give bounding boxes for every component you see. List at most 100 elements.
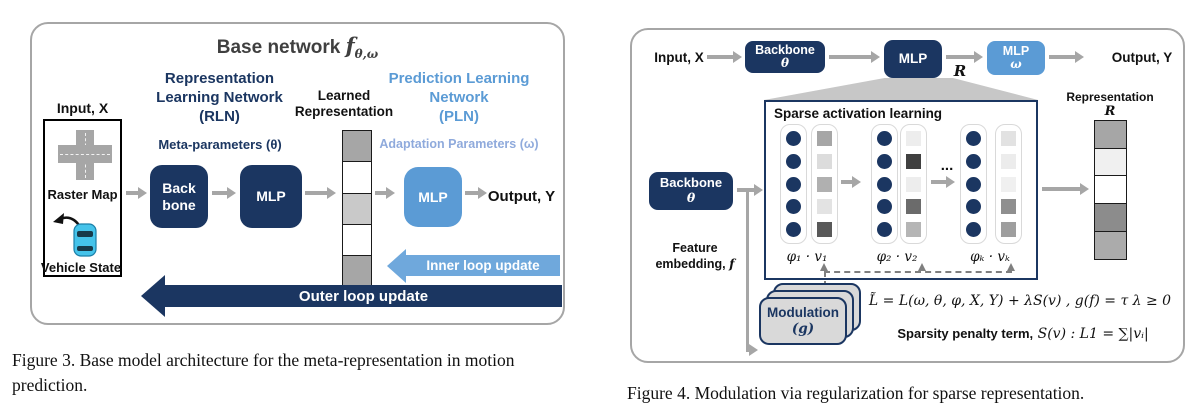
arrow-branch-to-modulation xyxy=(746,348,749,352)
sparse-activation-title: Sparse activation learning xyxy=(774,106,943,121)
learned-representation-heading: Learned Representation xyxy=(292,88,396,120)
vehicle-car-icon xyxy=(73,223,97,257)
fig3-input-box: Raster Map Vehicle State xyxy=(41,119,122,277)
cell xyxy=(1094,230,1127,261)
adaptation-parameters-label: Adaptation Parameters (ω) xyxy=(379,137,539,151)
rln-line3: (RLN) xyxy=(199,107,240,125)
phik-column xyxy=(960,124,987,244)
arrow-backbone-to-mlp xyxy=(212,191,227,195)
v1-column xyxy=(811,124,838,244)
cell xyxy=(342,255,372,288)
dashed-horizontal-line xyxy=(824,271,1012,273)
cell xyxy=(877,176,892,192)
phik-vk-label: φₖ · vₖ xyxy=(970,249,1010,265)
fig4-panel: Input, X Backbone θ MLP R MLP ω Output, … xyxy=(630,28,1185,363)
sparsity-penalty-line: Sparsity penalty term, S(v) : L1 = ∑|vᵢ| xyxy=(868,325,1178,343)
pln-heading: Prediction Learning Network (PLN) xyxy=(384,70,534,126)
arrow-input-to-backbone xyxy=(126,191,138,195)
phi2-column xyxy=(871,124,898,244)
fig3-mlp-rln-box: MLP xyxy=(240,165,302,228)
cell xyxy=(786,222,801,237)
cell xyxy=(906,176,921,192)
arrow-mlp-to-representation xyxy=(305,191,327,195)
cell xyxy=(817,131,832,146)
representation-r-column xyxy=(1094,120,1127,261)
cell xyxy=(1094,147,1127,177)
fig3-output-label: Output, Y xyxy=(487,188,556,205)
fig3-panel: Base network fθ,ω Input, X Raster Map Ve… xyxy=(30,22,565,325)
fig3-backbone-line2: bone xyxy=(162,196,196,213)
rln-line1: Representation xyxy=(164,70,275,87)
feature-line2: embedding, xyxy=(655,257,726,271)
cell xyxy=(906,222,921,237)
ellipsis-dots: ... xyxy=(940,157,954,174)
cell xyxy=(786,153,801,169)
cell xyxy=(786,176,801,192)
v2-column xyxy=(900,124,927,244)
cell xyxy=(966,131,981,146)
cell xyxy=(1001,176,1016,192)
fig3-backbone-box: Back bone xyxy=(150,165,208,228)
mlp-expansion-trapezoid xyxy=(764,78,1038,100)
fig3-title: Base network fθ,ω xyxy=(32,33,563,61)
fig4-mlp-omega-box: MLP ω xyxy=(987,41,1045,75)
arrow-pair1-to-pair2 xyxy=(841,180,852,184)
cell xyxy=(906,153,921,169)
inner-loop-update-arrow: Inner loop update xyxy=(387,248,560,283)
cell xyxy=(877,222,892,237)
arrow-mlp-to-output xyxy=(465,191,478,195)
fig4-input-label: Input, X xyxy=(654,50,704,65)
cell xyxy=(342,130,372,163)
cell xyxy=(1001,222,1016,237)
feature-line1: Feature xyxy=(672,241,718,255)
fig4-backbone-mid-label: Backbone xyxy=(659,175,723,191)
cell xyxy=(966,222,981,237)
feature-f: f xyxy=(729,256,735,271)
outer-loop-update-arrow: Outer loop update xyxy=(141,275,562,317)
modulation-line2: (g) xyxy=(791,321,815,337)
fig3-title-sub: θ,ω xyxy=(354,46,379,61)
fig4-caption: Figure 4. Modulation via regularization … xyxy=(627,383,1085,403)
raster-map-label: Raster Map xyxy=(47,187,118,202)
modulation-line1: Modulation xyxy=(767,304,839,320)
cell xyxy=(966,176,981,192)
rln-heading: Representation Learning Network (RLN) xyxy=(142,70,297,126)
arrow-pair2-to-pairk xyxy=(931,180,946,184)
cell xyxy=(877,199,892,215)
pln-line1: Prediction Learning xyxy=(388,70,530,87)
arrow-representation-to-mlp xyxy=(375,191,386,195)
cell xyxy=(342,192,372,226)
cell xyxy=(966,199,981,215)
dashed-up-arrow-v2 xyxy=(918,263,926,271)
cell xyxy=(1094,120,1127,150)
cell xyxy=(1094,203,1127,233)
fig4-mlp-omega-param: ω xyxy=(1010,57,1022,72)
representation-r-heading: Representation R xyxy=(1060,90,1160,120)
cell xyxy=(817,222,832,237)
fig3-input-label: Input, X xyxy=(56,100,109,116)
cell xyxy=(786,131,801,146)
fig4-backbone-top-label: Backbone xyxy=(755,42,815,57)
fig4-output-label: Output, Y xyxy=(1111,50,1173,65)
fig4-mlp-omega-label: MLP xyxy=(1002,43,1030,58)
fig3-mlp-pln-box: MLP xyxy=(404,167,462,227)
vk-column xyxy=(995,124,1022,244)
phi2-v2-label: φ₂ · v₂ xyxy=(876,249,918,265)
phi1-column xyxy=(780,124,807,244)
pln-line2: Network xyxy=(429,88,489,106)
pln-line3: (PLN) xyxy=(439,107,479,125)
fig4-backbone-mid-box: Backbone θ xyxy=(649,172,733,210)
sparsity-math: S(v) : L1 = ∑|vᵢ| xyxy=(1037,326,1149,342)
dashed-vertical-line-modulation xyxy=(824,271,826,287)
cell xyxy=(786,199,801,215)
learned-line2: Representation xyxy=(294,104,394,120)
fig4-mlp-box: MLP xyxy=(884,40,942,78)
cell xyxy=(906,131,921,146)
representation-label: Representation xyxy=(1066,90,1154,104)
fig4-backbone-top-param: θ xyxy=(780,56,789,71)
cell xyxy=(877,153,892,169)
loss-equation: L̃ = L(ω, θ, φ, X, Y) + λS(v) , g(f) = τ… xyxy=(868,293,1172,309)
arrow-backbone-to-sparse xyxy=(737,188,754,192)
learned-line1: Learned xyxy=(317,88,371,103)
